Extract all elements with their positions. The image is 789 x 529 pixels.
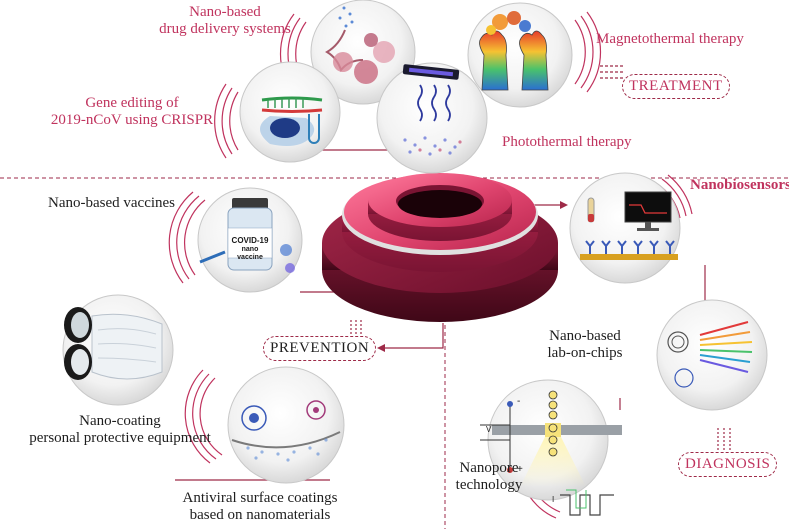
- tag-diagnosis: DIAGNOSIS: [678, 452, 778, 477]
- nanopore-illustration: [480, 379, 622, 516]
- circuit-minus-label: -: [517, 396, 521, 407]
- ppe-illustration: [62, 294, 174, 406]
- magnetothermal-illustration: [467, 2, 573, 108]
- central-ring-stack: [322, 173, 558, 322]
- tag-treatment: TREATMENT: [622, 74, 730, 99]
- lab-on-chip-illustration: [656, 299, 768, 411]
- label-nano-vaccines: Nano-based vaccines: [48, 195, 176, 211]
- surface-coating-illustration: [227, 366, 345, 484]
- tag-prevention: PREVENTION: [263, 336, 377, 361]
- label-nanobiosensors: Nanobiosensors: [690, 177, 789, 193]
- vial-brand: COVID-19: [231, 236, 269, 245]
- crispr-illustration: [239, 61, 341, 163]
- photothermal-illustration: [376, 62, 488, 174]
- vial-line1: nano: [241, 246, 259, 253]
- circuit-plus-label: +: [517, 464, 523, 475]
- decorative-arcs: [168, 11, 693, 519]
- nanobiosensor-illustration: [569, 172, 681, 284]
- circuit-voltage-label: V: [486, 425, 492, 434]
- label-magnetothermal: Magnetothermal therapy: [596, 31, 744, 47]
- drug-delivery-illustration: [310, 0, 416, 105]
- vaccine-illustration: [197, 187, 303, 293]
- circuit-current-label: I: [552, 495, 555, 504]
- vial-line2: vaccine: [237, 254, 263, 261]
- label-photothermal: Photothermal therapy: [502, 134, 632, 150]
